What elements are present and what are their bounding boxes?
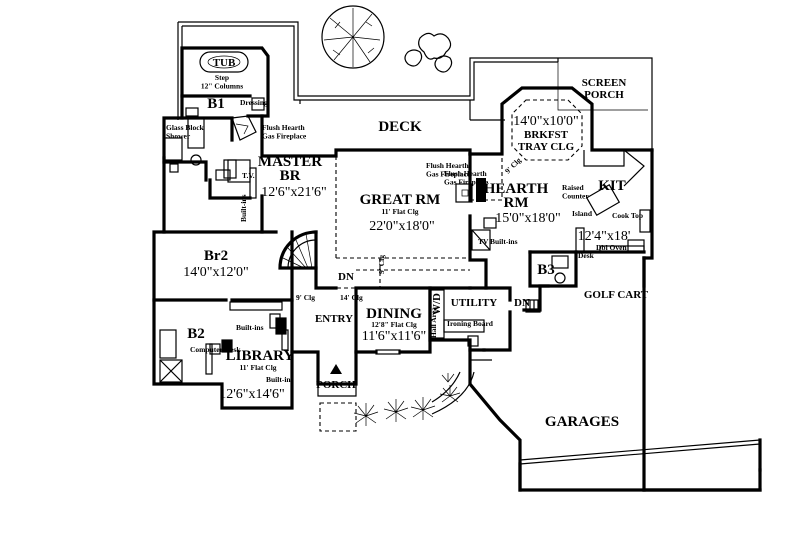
- garage-outline: [469, 359, 762, 492]
- utility-fixtures: [429, 289, 485, 347]
- deck-label: DECK: [378, 119, 422, 135]
- dining-label: DINING: [366, 306, 422, 322]
- entry-door: [317, 364, 357, 397]
- fireplace-master: [231, 115, 257, 141]
- desk-label: Desk: [578, 251, 595, 260]
- plant-row: [353, 373, 461, 426]
- ironing-board-label: Ironing Board: [447, 319, 494, 328]
- kitchen-fixtures: [575, 149, 651, 253]
- tv-master-label: T.V.: [242, 171, 255, 180]
- ceiling-9-entry-label: 9' Clg: [296, 293, 315, 302]
- bath-fixtures: [159, 97, 569, 383]
- library-label: LIBRARY: [226, 348, 295, 364]
- shrub-cluster: [404, 32, 453, 73]
- dn-utility-label: DN: [514, 297, 530, 309]
- brkfst-dim: 14'0"x10'0": [513, 114, 578, 129]
- walkway-pad: [319, 402, 357, 432]
- tv-cabinets: [227, 159, 497, 251]
- utility-label: UTILITY: [451, 297, 498, 309]
- br2-dim: 14'0"x12'0": [183, 265, 248, 280]
- wd-label: W/D: [431, 293, 443, 315]
- b1-label: B1: [207, 96, 225, 112]
- tv-hearth-label: TV: [478, 237, 489, 246]
- master-br-dim: 12'6"x21'6": [261, 185, 326, 200]
- cook-top-label: Cook Top: [612, 211, 643, 220]
- entry-label: ENTRY: [315, 313, 353, 325]
- garages-label: GARAGES: [545, 414, 619, 430]
- opening-lines: [316, 99, 583, 289]
- kit-label: KIT: [598, 178, 626, 194]
- ceiling-9-hall-label: 9' Clg: [377, 255, 386, 274]
- great-rm-label: GREAT RM: [360, 192, 441, 208]
- great-rm-dim: 22'0"x18'0": [369, 219, 434, 234]
- great-rm-ceiling-label: 11' Flat Clg: [381, 207, 418, 216]
- ceiling-14-label: 14' Clg: [340, 293, 363, 302]
- brkfst-label: BRKFST: [524, 129, 569, 141]
- dn-stair-label: DN: [338, 271, 354, 283]
- tub-fixture: [199, 51, 249, 73]
- computer-desk-label: Computer Desk: [190, 345, 241, 354]
- kit-dim: 12'4"x18': [578, 229, 631, 244]
- ceiling-9-brkfst-label: 9' Clg: [503, 155, 523, 175]
- dining-ceiling-label: 12'8" Flat Clg: [371, 320, 417, 329]
- built-ins-master-label: Built-ins: [239, 194, 248, 222]
- hearth-rm-dim: 15'0"x18'0": [495, 211, 560, 226]
- library-ceiling-label: 11' Flat Clg: [239, 363, 276, 372]
- golf-cart-label: GOLF CART: [584, 289, 649, 301]
- dn-stairs-util: [525, 299, 541, 313]
- b3-label: B3: [537, 262, 555, 278]
- dining-dim: 11'6"x11'6": [362, 329, 426, 344]
- exterior-walls: [152, 46, 762, 492]
- built-ins-b2-label: Built-ins: [236, 323, 264, 332]
- built-ins-library-label: Built-ins: [266, 375, 294, 384]
- br2-label: Br2: [204, 248, 228, 264]
- spiral-stair: [278, 230, 318, 270]
- dining-door: [375, 349, 401, 355]
- dbl-oven-label: Dbl Oven: [596, 243, 627, 252]
- library-desk: [209, 313, 287, 355]
- porch-label: PORCH: [316, 379, 356, 391]
- tray-clg-label: TRAY CLG: [518, 141, 575, 153]
- island-label: Island: [572, 209, 593, 218]
- dressing-label: Dressing: [240, 98, 268, 107]
- built-ins-hearth-label: Built-ins: [490, 237, 518, 246]
- fireplace-great: [455, 178, 486, 203]
- b2-label: B2: [187, 326, 205, 342]
- tub-label: TUB: [213, 57, 236, 69]
- library-dim: 12'6"x14'6": [219, 387, 284, 402]
- hall-area-label: Hall Area: [429, 307, 438, 338]
- tree-large: [321, 5, 385, 69]
- curved-path: [431, 371, 475, 415]
